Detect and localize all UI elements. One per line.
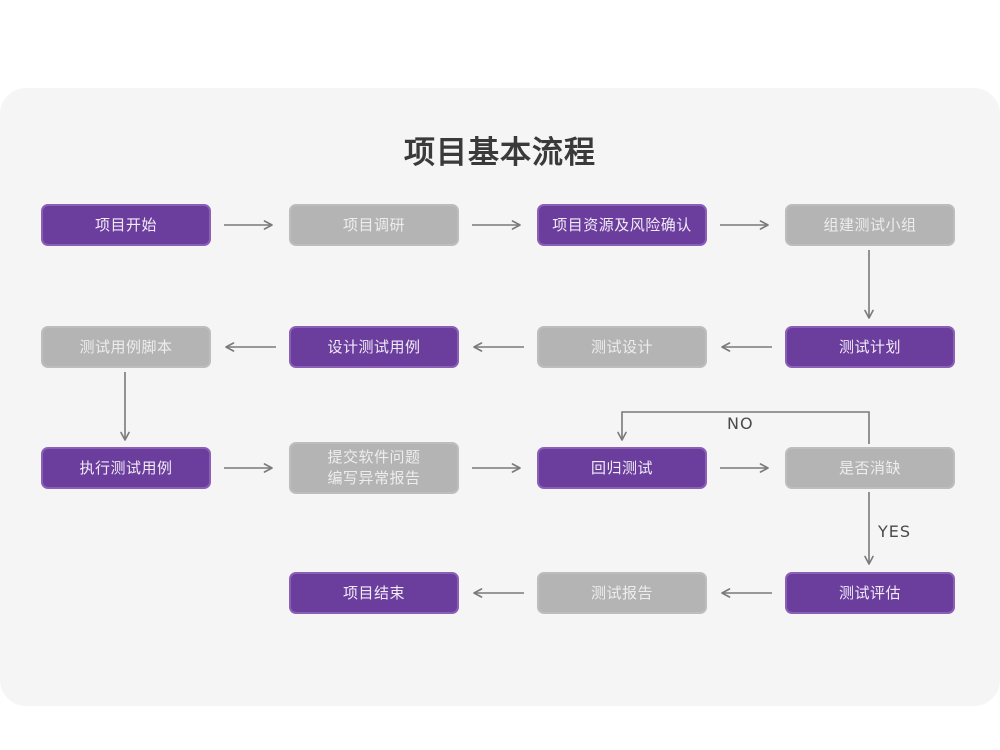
node-project-start[interactable]: 项目开始 [41,204,211,246]
page-title: 项目基本流程 [404,135,596,171]
node-project-end[interactable]: 项目结束 [289,572,459,614]
node-test-evaluation[interactable]: 测试评估 [785,572,955,614]
node-design-test-case[interactable]: 设计测试用例 [289,326,459,368]
node-execute-test-case[interactable]: 执行测试用例 [41,447,211,489]
node-test-report[interactable]: 测试报告 [537,572,707,614]
node-test-case-script[interactable]: 测试用例脚本 [41,326,211,368]
node-test-plan[interactable]: 测试计划 [785,326,955,368]
edge-label-yes: YES [878,522,912,541]
node-build-test-team[interactable]: 组建测试小组 [785,204,955,246]
node-test-design[interactable]: 测试设计 [537,326,707,368]
node-project-research[interactable]: 项目调研 [289,204,459,246]
node-regression-test[interactable]: 回归测试 [537,447,707,489]
edge-label-no: NO [727,414,754,433]
node-resource-risk-confirm[interactable]: 项目资源及风险确认 [537,204,707,246]
node-submit-issue-report[interactable]: 提交软件问题 编写异常报告 [289,442,459,494]
node-defect-cleared-decision[interactable]: 是否消缺 [785,447,955,489]
